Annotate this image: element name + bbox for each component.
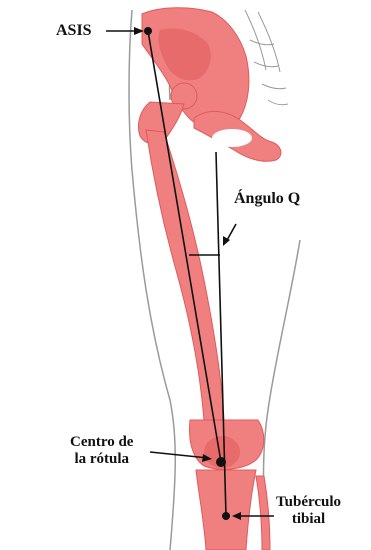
tibial-tubercle-label-line2: tibial <box>276 511 341 528</box>
tibial-tubercle-label: Tubérculo tibial <box>276 494 341 528</box>
asis-label: ASIS <box>56 22 92 39</box>
tibial-tubercle-dot <box>222 512 230 520</box>
sacrum-outline <box>245 10 288 105</box>
tibial-tubercle-label-line1: Tubérculo <box>276 494 341 511</box>
femur-shaft <box>146 130 224 420</box>
patella-center-label-line1: Centro de <box>70 434 133 451</box>
knee <box>190 420 264 469</box>
q-angle-label: Ángulo Q <box>234 190 300 207</box>
asis-dot <box>144 27 152 35</box>
patella-center-label: Centro de la rótula <box>70 434 133 468</box>
patella-center-dot <box>216 457 226 467</box>
patella-center-label-line2: la rótula <box>70 451 133 468</box>
lower-leg-bones <box>196 470 270 550</box>
